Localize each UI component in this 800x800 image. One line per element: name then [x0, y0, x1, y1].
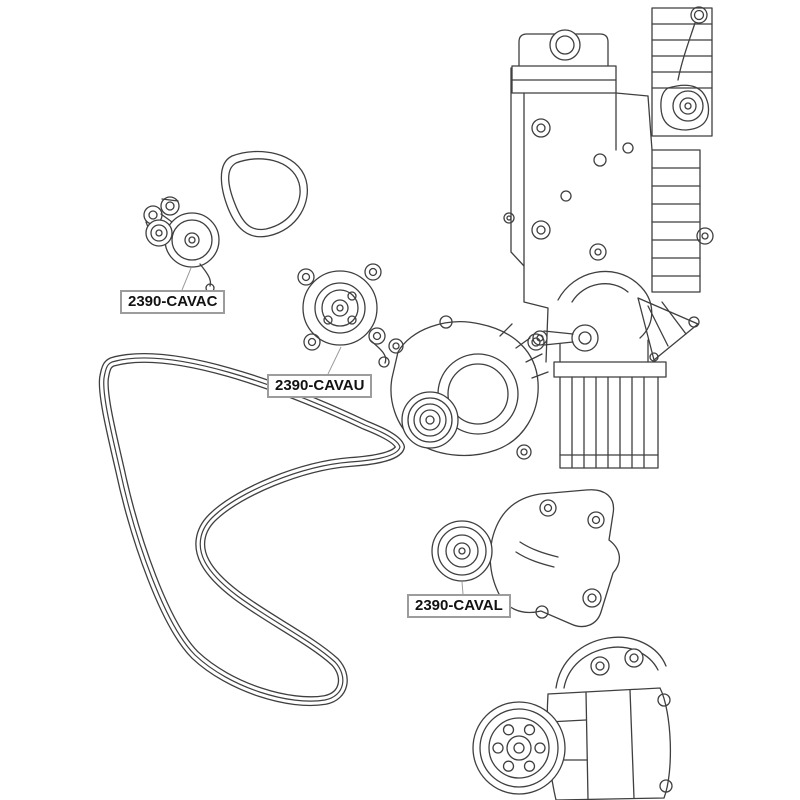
ac-compressor	[472, 636, 673, 800]
part-label-cavau[interactable]: 2390-CAVAU	[267, 374, 373, 398]
part-label-caval[interactable]: 2390-CAVAL	[407, 594, 511, 618]
belt-tensioner-cavac	[143, 196, 220, 293]
tensioner-pulley-cavau	[297, 263, 390, 368]
part-label-cavac[interactable]: 2390-CAVAC	[120, 290, 226, 314]
label-leader-lines	[181, 267, 464, 595]
alternator	[388, 315, 549, 460]
tensioner-belt	[220, 150, 308, 238]
idler-pulley-caval	[431, 489, 620, 628]
engine-block	[503, 6, 714, 469]
serpentine-belt	[104, 358, 400, 701]
